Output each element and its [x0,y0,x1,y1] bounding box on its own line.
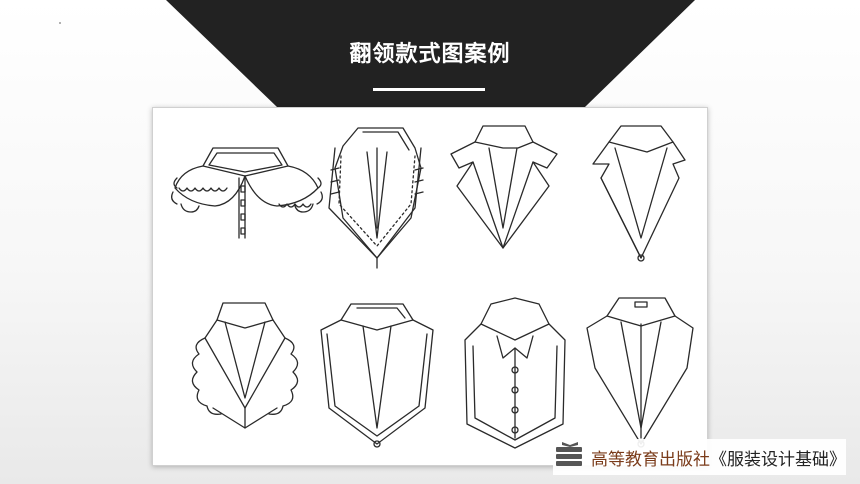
header-band [166,0,695,107]
publisher-name: 高等教育出版社 [591,449,710,470]
notched-lapel-collar-icon [450,125,558,249]
collar-sketches [171,125,694,449]
long-pointed-collar-icon [586,297,694,448]
double-line-wide-collar-icon [320,303,434,448]
collar-image-panel [152,107,708,466]
stitched-shawl-collar-icon [328,127,424,269]
ruffle-round-collar-icon [171,147,323,239]
ruffle-shawl-collar-icon [191,302,299,429]
decorative-dot [59,22,61,24]
notched-lapel-collar-button-icon [592,125,686,262]
double-breasted-shirt-collar-icon [464,297,566,449]
title-underline [373,88,485,91]
slide-title: 翻领款式图案例 [349,42,511,67]
publisher-footer: 高等教育出版社 《服装设计基础》 [553,439,846,475]
book-stack-icon [556,442,582,466]
book-title: 《服装设计基础》 [710,449,846,470]
